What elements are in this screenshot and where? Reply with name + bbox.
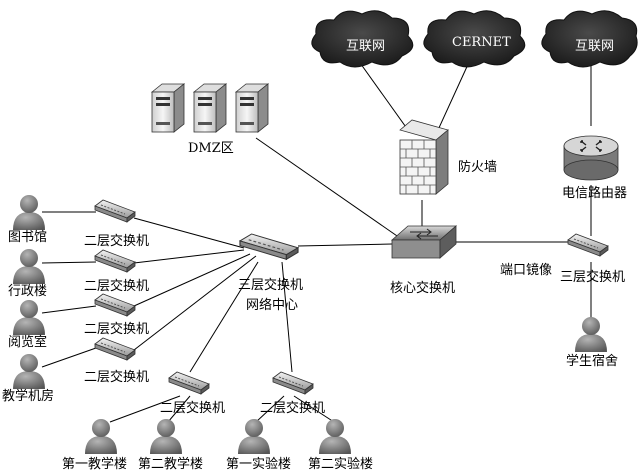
switch-icon <box>239 233 299 261</box>
internet-cloud-left <box>311 10 414 68</box>
telecom-router <box>563 135 619 181</box>
cernet-cloud <box>423 10 526 68</box>
switch-l2-5 <box>168 371 210 395</box>
user-icon <box>85 419 117 454</box>
switch-icon <box>567 233 609 257</box>
user-icon <box>13 354 45 389</box>
firewall-label: 防火墙 <box>458 160 498 175</box>
switch-l3-center <box>239 233 299 261</box>
student-dorm-label: 学生宿舍 <box>566 354 619 369</box>
switch-icon <box>94 199 136 223</box>
switch-l2-1 <box>94 199 136 223</box>
user-icon <box>13 195 45 230</box>
user-icon <box>238 419 270 454</box>
user-admin-building <box>13 249 45 284</box>
dmz-label: DMZ区 <box>188 141 234 156</box>
l2-switch-3-label: 二层交换机 <box>84 322 150 337</box>
user-teaching-building-1 <box>85 419 117 454</box>
server-icon <box>193 83 227 133</box>
l2-switch-4-label: 二层交换机 <box>84 370 150 385</box>
user-icon <box>575 317 607 352</box>
user-student-dorm <box>575 317 607 352</box>
switch-icon <box>94 249 136 273</box>
switch-l2-3 <box>94 293 136 317</box>
telecom-router-label: 电信路由器 <box>562 186 628 201</box>
cloud-icon <box>423 10 526 68</box>
brick-wall-icon <box>399 119 449 195</box>
l3-switch-center-label: 三层交换机 <box>238 278 304 293</box>
switch-icon <box>94 293 136 317</box>
l2-switch-5-label: 二层交换机 <box>160 401 226 416</box>
switch-icon <box>272 371 314 395</box>
core-switch-icon <box>390 225 458 259</box>
l2-switch-1-label: 二层交换机 <box>84 234 150 249</box>
router-icon <box>563 135 619 181</box>
admin-building-label: 行政楼 <box>8 284 48 299</box>
cloud-icon <box>541 10 638 68</box>
server-icon <box>151 83 185 133</box>
lab-building-2-label: 第二实验楼 <box>308 457 374 472</box>
user-icon <box>150 419 182 454</box>
dmz-servers <box>151 83 269 133</box>
network-center-label: 网络中心 <box>246 298 299 313</box>
user-teaching-building-2 <box>150 419 182 454</box>
teaching-building-1-label: 第一教学楼 <box>62 457 128 472</box>
switch-l2-4 <box>94 337 136 361</box>
library-label: 图书馆 <box>8 230 48 245</box>
teaching-building-2-label: 第二教学楼 <box>138 457 204 472</box>
core-switch <box>390 225 458 259</box>
l2-switch-6-label: 二层交换机 <box>260 401 326 416</box>
cloud-label-internet-left: 互联网 <box>346 39 386 54</box>
user-icon <box>13 249 45 284</box>
switch-l3-right <box>567 233 609 257</box>
switch-l2-6 <box>272 371 314 395</box>
user-computer-lab <box>13 354 45 389</box>
internet-cloud-right <box>541 10 638 68</box>
l2-switch-2-label: 二层交换机 <box>84 279 150 294</box>
server-icon <box>235 83 269 133</box>
cloud-icon <box>311 10 414 68</box>
switch-l2-2 <box>94 249 136 273</box>
switch-icon <box>168 371 210 395</box>
firewall <box>399 119 449 195</box>
cloud-label-internet-right: 互联网 <box>575 39 615 54</box>
user-library <box>13 195 45 230</box>
user-lab-building-2 <box>319 419 351 454</box>
core-switch-label: 核心交换机 <box>390 281 456 296</box>
l3-switch-right-label: 三层交换机 <box>560 270 626 285</box>
user-lab-building-1 <box>238 419 270 454</box>
reading-room-label: 阅览室 <box>8 335 48 350</box>
connection-lines <box>41 59 592 423</box>
computer-lab-label: 教学机房 <box>2 389 55 404</box>
user-icon <box>319 419 351 454</box>
cloud-label-cernet: CERNET <box>452 35 511 50</box>
user-reading-room <box>13 300 45 335</box>
port-mirror-label: 端口镜像 <box>500 263 553 278</box>
user-icon <box>13 300 45 335</box>
switch-icon <box>94 337 136 361</box>
lab-building-1-label: 第一实验楼 <box>226 457 292 472</box>
